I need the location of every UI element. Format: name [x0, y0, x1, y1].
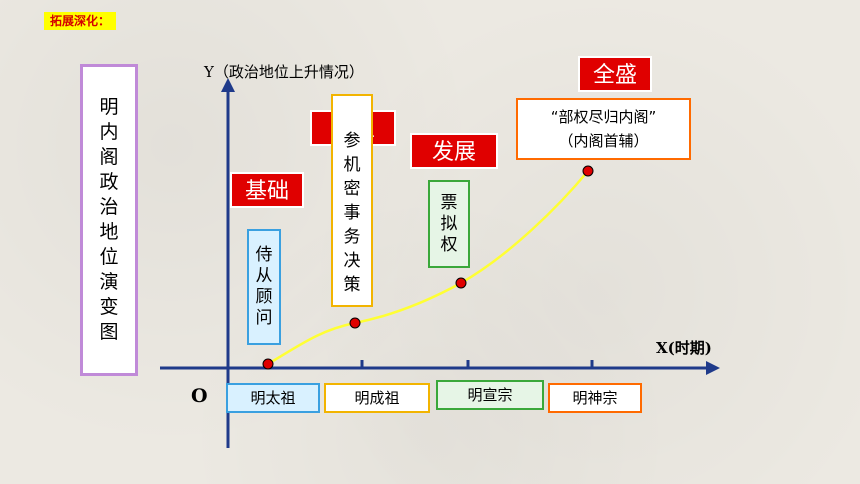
role-1-char: 问	[255, 308, 273, 328]
title-char: 内	[99, 121, 119, 143]
title-char: 阁	[99, 146, 119, 168]
title-char: 地	[99, 221, 119, 243]
x-axis-arrow	[706, 361, 720, 375]
stage-label-1: 基础	[230, 172, 304, 208]
diagram-title: 明内阁政治地位演变图	[80, 64, 138, 376]
period-2: 明成祖	[324, 383, 430, 413]
role-2-char: 决	[343, 251, 361, 271]
period-1: 明太祖	[226, 383, 320, 413]
trend-curve	[267, 170, 589, 366]
point-stage-2	[349, 317, 361, 329]
point-stage-3	[455, 277, 467, 289]
title-char: 位	[99, 246, 119, 268]
role-box-3: 票拟权	[428, 180, 470, 268]
peak-note-line1: “部权尽归内阁”	[550, 108, 657, 126]
role-box-2: 参机密事务决策	[331, 94, 373, 307]
title-char: 政	[99, 171, 119, 193]
role-3-char: 拟	[440, 213, 458, 234]
point-stage-1	[262, 358, 274, 370]
origin-label: O	[191, 385, 208, 407]
point-stage-4	[582, 165, 594, 177]
section-tag: 拓展深化：	[44, 12, 117, 30]
role-2-char: 事	[343, 203, 361, 223]
y-axis-label: Y（政治地位上升情况）	[204, 63, 364, 81]
role-2-char: 机	[343, 155, 361, 175]
peak-note: “部权尽归内阁” （内阁首辅）	[516, 98, 691, 160]
title-char: 变	[99, 296, 119, 318]
role-2-char: 密	[343, 179, 361, 199]
peak-note-line2: （内阁首辅）	[558, 132, 649, 150]
period-4: 明神宗	[548, 383, 642, 413]
x-axis-label: X(时期)	[656, 339, 712, 357]
y-axis-arrow	[221, 78, 235, 92]
role-box-1: 侍从顾问	[247, 229, 281, 345]
role-3-char: 票	[440, 192, 458, 213]
role-1-char: 顾	[255, 287, 273, 307]
title-char: 明	[99, 96, 119, 118]
role-2-char: 参	[343, 131, 361, 151]
role-1-char: 侍	[255, 245, 273, 265]
role-2-char: 策	[343, 275, 361, 295]
title-char: 演	[99, 271, 119, 293]
role-3-char: 权	[440, 234, 458, 255]
role-2-char: 务	[343, 227, 361, 247]
title-char: 治	[99, 196, 119, 218]
stage-label-4: 全盛	[578, 56, 652, 92]
role-1-char: 从	[255, 266, 273, 286]
title-char: 图	[99, 321, 119, 343]
stage-label-3: 发展	[410, 133, 498, 169]
period-3: 明宣宗	[436, 380, 544, 410]
